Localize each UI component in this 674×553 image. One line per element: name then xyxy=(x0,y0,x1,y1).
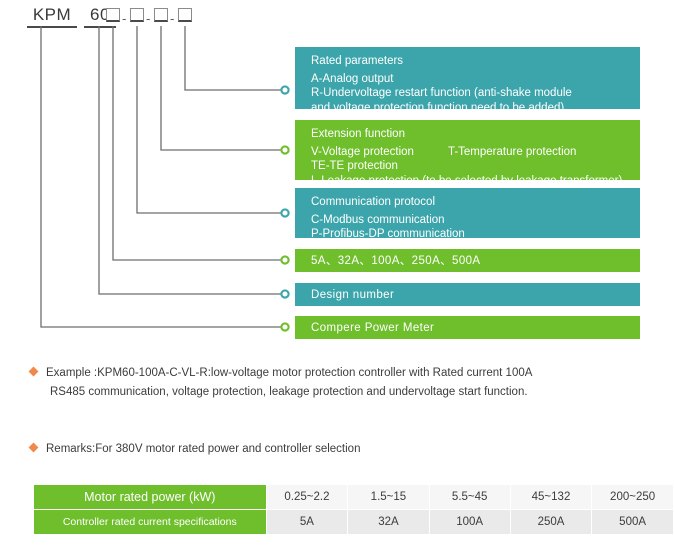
callout-design-number: Design number xyxy=(295,283,640,306)
table-cell: 32A xyxy=(348,510,429,534)
table-cell: 5.5~45 xyxy=(429,485,510,509)
callout-line: TE-TE protection xyxy=(311,160,398,172)
model-code-placeholder-3 xyxy=(154,8,168,22)
callout-line: and voltage protection function need to … xyxy=(311,101,565,114)
model-code-separator-1: - xyxy=(122,11,127,26)
callout-temperature-protection: T-Temperature protection xyxy=(447,145,577,158)
table-row-label: Motor rated power (kW) xyxy=(34,485,266,509)
model-code-header: KPM 60 - - - xyxy=(0,0,674,40)
table-row-label: Controller rated current specifications xyxy=(34,510,266,534)
callout-title: Compere Power Meter xyxy=(311,322,435,334)
connector-dot-comm xyxy=(280,208,290,218)
connector-extension xyxy=(160,26,283,151)
callout-line: R-Undervoltage restart function (anti-sh… xyxy=(311,87,572,99)
model-code-prefix: KPM xyxy=(27,5,77,28)
connector-dot-brand xyxy=(280,322,290,332)
note-remarks: Remarks:For 380V motor rated power and c… xyxy=(28,440,640,459)
callout-brand-name: Compere Power Meter xyxy=(295,316,640,339)
table-cell: 100A xyxy=(429,510,510,534)
callout-line: C-Modbus communication xyxy=(311,213,445,226)
table-cell: 5A xyxy=(266,510,348,534)
callout-line: A-Analog output xyxy=(311,72,394,85)
model-code-separator-2: - xyxy=(146,11,151,26)
callout-communication-protocol: Communication protocol C-Modbus communic… xyxy=(295,188,640,240)
connector-dot-rated xyxy=(280,85,290,95)
diamond-bullet-icon xyxy=(28,366,39,377)
note-example-body: Example :KPM60-100A-C-VL-R:low-voltage m… xyxy=(46,364,626,402)
callout-line: V-Voltage protection T-Temperature protec… xyxy=(311,145,626,160)
table-row: Controller rated current specifications … xyxy=(34,510,673,534)
connector-dot-design xyxy=(280,289,290,299)
model-code-placeholder-1 xyxy=(106,8,120,22)
connector-design xyxy=(98,26,283,295)
note-line: RS485 communication, voltage protection,… xyxy=(50,386,528,398)
table-cell: 1.5~15 xyxy=(348,485,429,509)
table-cell: 0.25~2.2 xyxy=(266,485,348,509)
note-line: Remarks:For 380V motor rated power and c… xyxy=(46,443,361,455)
note-example: Example :KPM60-100A-C-VL-R:low-voltage m… xyxy=(28,364,640,402)
connector-dot-extension xyxy=(280,145,290,155)
note-line: Example :KPM60-100A-C-VL-R:low-voltage m… xyxy=(46,367,533,379)
callout-rated-parameters: Rated parameters A-Analog output R-Under… xyxy=(295,47,640,114)
table-cell: 200~250 xyxy=(592,485,673,509)
table-row: Motor rated power (kW) 0.25~2.2 1.5~15 5… xyxy=(34,485,673,509)
diamond-bullet-icon xyxy=(28,442,39,453)
callout-line: L-Leakage protection (to be selected by … xyxy=(311,174,623,187)
model-code-separator-3: - xyxy=(170,11,175,26)
note-remarks-body: Remarks:For 380V motor rated power and c… xyxy=(46,440,626,459)
callout-title: Extension function xyxy=(311,128,405,140)
callout-current-ratings: 5A、32A、100A、250A、500A xyxy=(295,249,640,272)
connector-brand xyxy=(40,26,283,328)
spec-table: Motor rated power (kW) 0.25~2.2 1.5~15 5… xyxy=(33,484,674,535)
model-code-placeholder-4 xyxy=(178,8,192,22)
connector-comm xyxy=(136,26,283,214)
callout-line: P-Profibus-DP communication xyxy=(311,228,465,240)
table-cell: 500A xyxy=(592,510,673,534)
callout-voltage-protection: V-Voltage protection xyxy=(311,145,414,158)
table-cell: 250A xyxy=(510,510,592,534)
connector-current xyxy=(112,26,283,261)
table-cell: 45~132 xyxy=(510,485,592,509)
callout-title: Communication protocol xyxy=(311,196,436,208)
connector-dot-current xyxy=(280,255,290,265)
callout-title: Rated parameters xyxy=(311,55,404,67)
callout-title: Design number xyxy=(311,289,395,301)
model-code-placeholder-2 xyxy=(130,8,144,22)
callout-title: 5A、32A、100A、250A、500A xyxy=(311,255,481,267)
